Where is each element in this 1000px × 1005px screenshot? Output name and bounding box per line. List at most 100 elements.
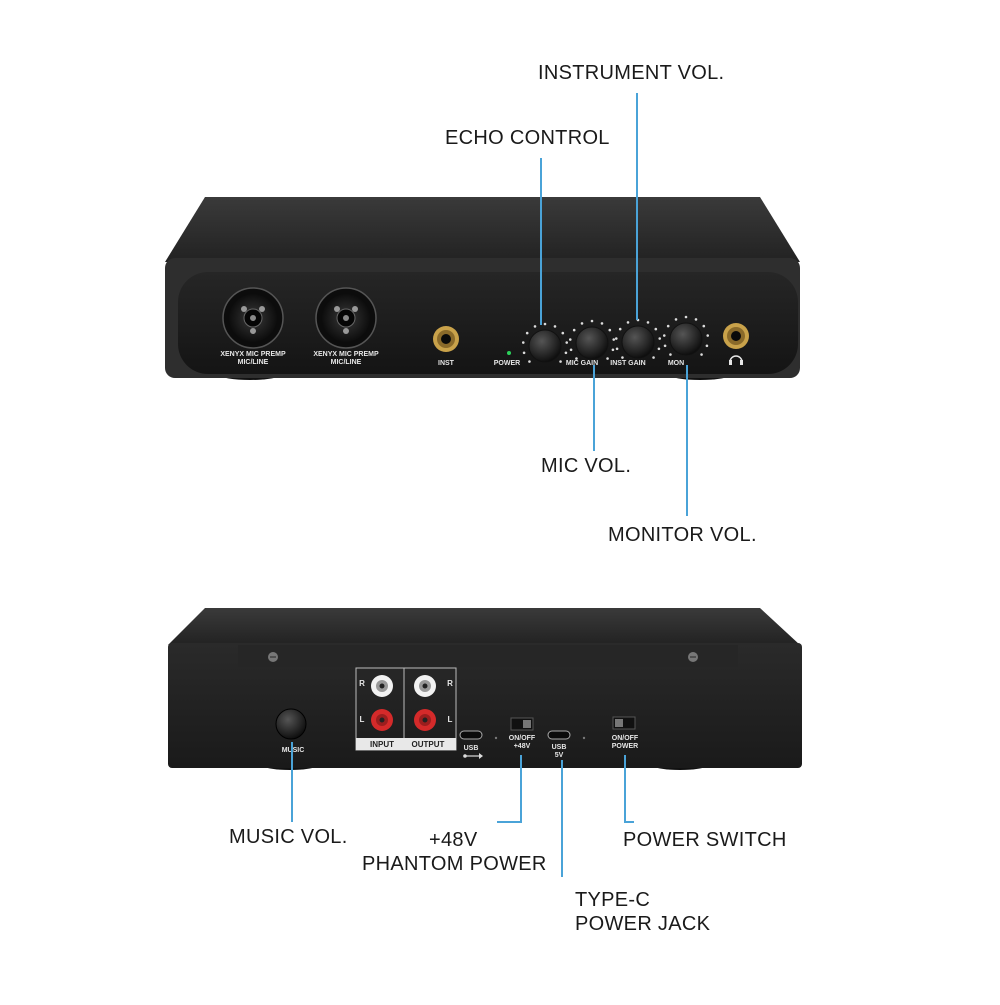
power-switch-label-line2: POWER (612, 743, 638, 750)
knob-tick-dot (528, 360, 531, 363)
knob-tick-dot (565, 341, 569, 344)
knob-tick-dot (575, 357, 578, 360)
knob-tick-dot (543, 322, 547, 326)
screw-right (688, 652, 698, 662)
knob-tick-dot (525, 331, 529, 335)
rear-top-strip (238, 645, 738, 667)
knob-tick-dot (702, 324, 706, 328)
combo-jack-1-label-line2: MIC/LINE (238, 359, 269, 366)
power-led (507, 351, 511, 355)
callout-music-vol: MUSIC VOL. (229, 826, 348, 848)
power-switch-label-line1: ON/OFF (612, 735, 639, 742)
knob-tick-dot (657, 347, 661, 351)
power-label: POWER (494, 360, 520, 367)
usb-c-power-port[interactable] (547, 730, 571, 740)
knob-tick-dot (572, 328, 576, 332)
inst-gain-label: INST GAIN (610, 360, 645, 367)
usb5v-label-line2: 5V (555, 752, 564, 759)
usb-c-data-port[interactable] (459, 730, 483, 740)
combo-jack-1-label-line1: XENYX MIC PREMP (220, 351, 286, 358)
knob-tick-dot (684, 315, 688, 319)
music-knob[interactable] (275, 708, 307, 740)
knob-tick-dot (614, 337, 618, 340)
echo-knob[interactable] (528, 329, 562, 363)
knob-tick-dot (646, 321, 650, 324)
combo-jack-1[interactable] (222, 287, 284, 349)
headphones-icon (729, 355, 743, 365)
knob-tick-dot (561, 331, 565, 335)
combo-jack-2-label-line2: MIC/LINE (331, 359, 362, 366)
knob-tick-dot (626, 321, 630, 324)
knob-tick-dot (521, 341, 525, 344)
callout-typec-line1: TYPE-C (575, 889, 651, 911)
callout-phantom-line2: PHANTOM POWER (362, 853, 547, 875)
power-switch[interactable] (612, 716, 636, 730)
phantom-power-switch[interactable] (510, 717, 534, 731)
knob-tick-dot (662, 334, 666, 337)
leader-lines (291, 93, 688, 877)
callout-phantom-line1: +48V (429, 829, 478, 851)
rca-input-label: INPUT (370, 740, 394, 749)
knob-tick-dot (606, 357, 609, 360)
rca-label-bar (356, 738, 456, 750)
mic-knob[interactable] (575, 326, 609, 360)
knob-tick-dot (564, 351, 568, 355)
knob-tick-dot (654, 327, 658, 331)
knob-tick-dot (559, 360, 562, 363)
knob-tick-dot (608, 328, 612, 332)
combo-jack-2-label-line1: XENYX MIC PREMP (313, 351, 379, 358)
knob-tick-dot (669, 353, 672, 356)
instrument-knob[interactable] (621, 325, 655, 359)
callout-instrument-vol: INSTRUMENT VOL. (538, 62, 725, 84)
phantom-switch-label-line1: ON/OFF (509, 735, 536, 742)
led-dot (582, 736, 586, 740)
rca-output-left[interactable] (414, 709, 436, 731)
rca-output-label: OUTPUT (412, 740, 445, 749)
rca-r-label-right: R (447, 679, 453, 688)
phantom-switch-label-line2: +48V (514, 743, 531, 750)
knob-tick-dot (568, 338, 572, 341)
front-unit: XENYX MIC PREMP MIC/LINE XENYX MIC PREMP… (165, 197, 800, 741)
knob-tick-dot (580, 322, 584, 325)
rca-r-label-left: R (359, 679, 365, 688)
led-dot (494, 736, 498, 740)
rear-panel-face (168, 643, 802, 768)
rca-l-label-right: L (448, 715, 453, 724)
knob-tick-dot (706, 334, 710, 337)
leader-power-switch (624, 755, 634, 823)
monitor-knob[interactable] (669, 322, 703, 356)
knob-tick-dot (666, 324, 670, 328)
knob-tick-dot (694, 318, 698, 321)
usb5v-label-line1: USB (552, 744, 567, 751)
knob-tick-dot (663, 344, 667, 348)
rca-output-right[interactable] (414, 675, 436, 697)
knob-tick-dot (600, 322, 604, 325)
knob-tick-dot (611, 348, 615, 352)
front-unit-top (165, 197, 800, 262)
rca-l-label-left: L (360, 715, 365, 724)
knob-tick-dot (590, 319, 594, 323)
rca-input-right[interactable] (371, 675, 393, 697)
callout-monitor-vol: MONITOR VOL. (608, 524, 757, 546)
rear-unit-top (168, 608, 800, 645)
knob-tick-dot (533, 325, 537, 328)
headphone-jack[interactable] (723, 323, 749, 349)
mon-label: MON (668, 360, 684, 367)
rca-input-left[interactable] (371, 709, 393, 731)
callout-typec-line2: POWER JACK (575, 913, 711, 935)
callout-power-switch: POWER SWITCH (623, 829, 787, 851)
knob-tick-dot (553, 325, 557, 328)
combo-jack-2[interactable] (315, 287, 377, 349)
knob-tick-dot (621, 356, 624, 359)
usb-symbol-icon (463, 753, 483, 759)
callout-mic-vol: MIC VOL. (541, 455, 632, 477)
knob-tick-dot (658, 337, 662, 340)
knob-tick-dot (652, 356, 655, 359)
instrument-jack[interactable] (433, 326, 459, 352)
knob-tick-dot (569, 348, 573, 352)
knob-tick-dot (615, 347, 619, 351)
knob-tick-dot (612, 338, 616, 341)
screw-left (268, 652, 278, 662)
